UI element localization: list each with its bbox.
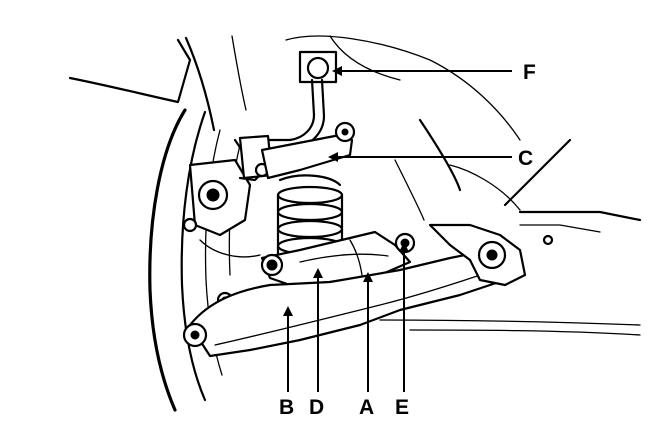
leader-f-arrow	[332, 66, 342, 76]
leader-lines	[283, 66, 512, 392]
subframe	[379, 223, 641, 336]
leader-b-arrow	[283, 306, 293, 316]
body-outline	[68, 35, 642, 233]
leader-e-arrow	[399, 242, 409, 252]
label-b: B	[279, 396, 294, 419]
label-e: E	[395, 396, 409, 419]
wheel-tire	[148, 108, 241, 412]
label-c: C	[518, 147, 533, 170]
spring-seat-a	[260, 230, 412, 287]
label-f: F	[523, 61, 536, 84]
label-a: A	[359, 396, 374, 419]
leader-c-arrow	[328, 152, 338, 162]
leader-d-arrow	[313, 268, 323, 278]
label-d: D	[309, 396, 324, 419]
upper-arm-c	[260, 121, 356, 180]
leader-a-arrow	[363, 272, 373, 282]
lower-arm-b	[182, 248, 512, 358]
